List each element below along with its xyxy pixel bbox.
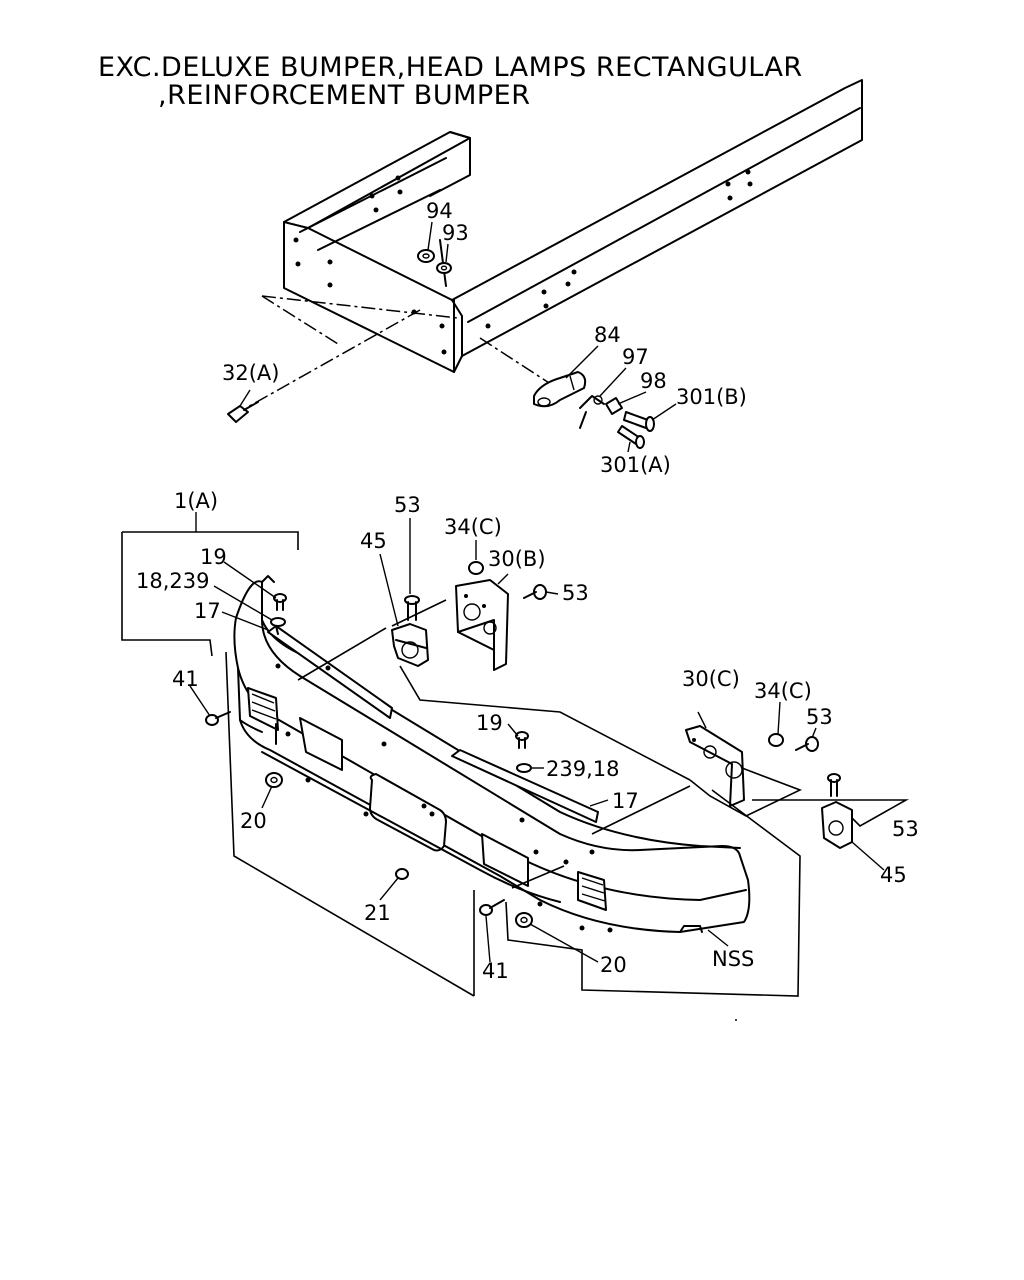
label-94: 94 — [426, 199, 453, 223]
bolt-53-right — [523, 584, 547, 600]
label-239-18: 239,18 — [546, 757, 619, 781]
label-19-mid: 19 — [476, 711, 503, 735]
chassis-frame — [245, 79, 863, 409]
label-53-top: 53 — [394, 493, 421, 517]
label-53-right: 53 — [562, 581, 589, 605]
bolt-41-bottom — [479, 899, 505, 916]
nut-20-left — [265, 772, 283, 788]
bracket-45-right — [821, 801, 853, 849]
label-19-left: 19 — [200, 545, 227, 569]
label-98: 98 — [640, 369, 667, 393]
label-17-left: 17 — [194, 599, 221, 623]
bracket-45-left — [391, 623, 429, 667]
nut-20-bottom — [515, 912, 533, 928]
bolt-53-vertical-right — [827, 773, 841, 797]
label-53-far-right: 53 — [892, 817, 919, 841]
label-41-bottom: 41 — [482, 959, 509, 983]
label-34c-right: 34(C) — [754, 679, 812, 703]
diagram-title-line2: ,REINFORCEMENT BUMPER — [158, 80, 530, 111]
group-bracket-1a — [121, 531, 299, 657]
label-301a: 301(A) — [600, 453, 671, 477]
bolt-53-right-30c — [795, 736, 819, 752]
label-20-left: 20 — [240, 809, 267, 833]
bumper-body — [233, 575, 751, 933]
diagram-title-line1: EXC.DELUXE BUMPER,HEAD LAMPS RECTANGULAR — [98, 52, 803, 83]
bolt-19-mid — [515, 731, 529, 749]
label-45-right: 45 — [880, 863, 907, 887]
bolt-301b — [623, 411, 655, 432]
label-1a: 1(A) — [174, 489, 218, 513]
bracket-30b — [455, 579, 509, 671]
nut-21 — [395, 868, 409, 880]
bolt-301a — [617, 425, 645, 449]
label-97: 97 — [622, 345, 649, 369]
washer-239-18-mid — [516, 763, 532, 773]
bolt-41-left — [205, 711, 231, 726]
label-53-30c: 53 — [806, 705, 833, 729]
label-34c-left: 34(C) — [444, 515, 502, 539]
washer-93 — [436, 262, 452, 274]
nut-34c-right — [768, 733, 784, 747]
label-301b: 301(B) — [676, 385, 747, 409]
washer-98 — [605, 397, 623, 415]
washer-18-239-left — [270, 617, 286, 627]
bracket-30c — [685, 725, 745, 807]
label-20-bottom: 20 — [600, 953, 627, 977]
pin-97 — [579, 395, 605, 429]
label-93: 93 — [442, 221, 469, 245]
label-30b: 30(B) — [488, 547, 546, 571]
label-nss: NSS — [712, 947, 754, 971]
label-45-left: 45 — [360, 529, 387, 553]
label-84: 84 — [594, 323, 621, 347]
bolt-32a — [227, 401, 259, 423]
nut-94 — [417, 249, 435, 263]
label-32a: 32(A) — [222, 361, 279, 385]
label-18-239: 18,239 — [136, 569, 209, 593]
nut-34c-left — [468, 561, 484, 575]
label-30c: 30(C) — [682, 667, 740, 691]
label-21: 21 — [364, 901, 391, 925]
label-17-mid: 17 — [612, 789, 639, 813]
bolt-19-left — [273, 593, 287, 611]
tow-hook-84 — [533, 371, 587, 408]
label-41-left: 41 — [172, 667, 199, 691]
bolt-53-top — [404, 595, 420, 621]
